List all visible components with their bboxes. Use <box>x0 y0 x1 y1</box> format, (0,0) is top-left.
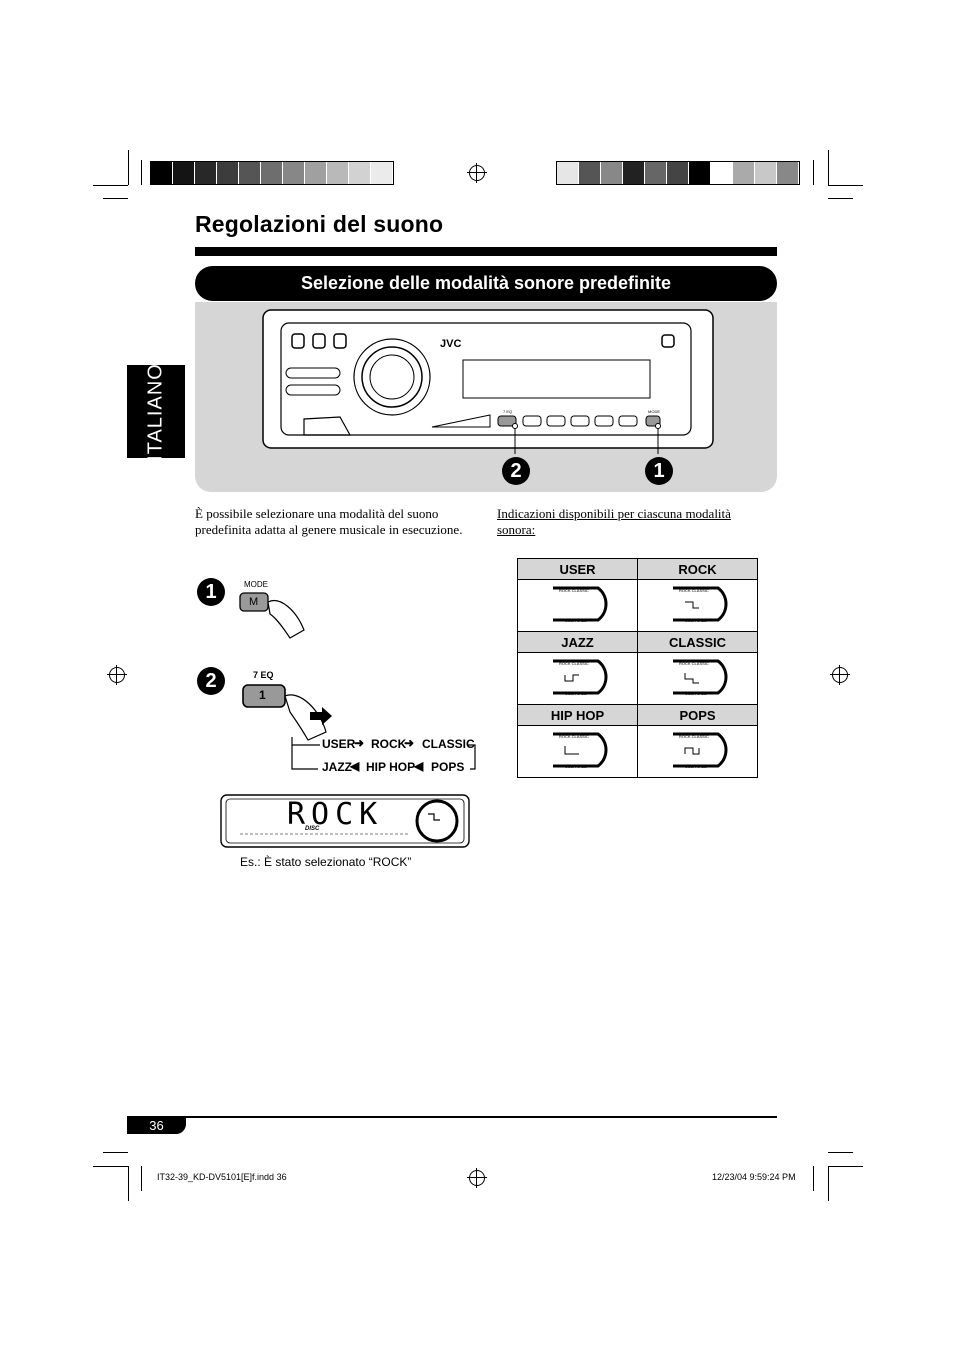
mode-key-label: M <box>249 596 259 608</box>
mode-jazz: JAZZ <box>517 631 638 653</box>
display-caption: Es.: È stato selezionato “ROCK” <box>240 855 412 869</box>
cycle-arrow-icon: ➜ <box>404 736 415 750</box>
crop-mark <box>93 185 128 186</box>
svg-text:ROCK CLASSIC: ROCK CLASSIC <box>679 588 709 593</box>
crop-mark <box>141 160 142 185</box>
title-rule <box>195 247 777 256</box>
crop-mark <box>813 1166 814 1191</box>
step-1-number: 1 <box>197 578 225 606</box>
mode-indicator-icon: ROCK CLASSIC USER JAZZ <box>517 579 638 632</box>
language-tab: ITALIANO <box>127 363 185 460</box>
callout-1: 1 <box>645 457 673 485</box>
crop-mark <box>828 1152 853 1153</box>
svg-text:ROCK CLASSIC: ROCK CLASSIC <box>679 661 709 666</box>
svg-text:USER JAZZ: USER JAZZ <box>565 691 587 696</box>
cycle-user: USER <box>322 737 356 751</box>
crop-mark <box>813 160 814 185</box>
cycle-classic: CLASSIC <box>422 737 475 751</box>
crop-mark <box>828 185 863 186</box>
crop-mark <box>93 1166 128 1167</box>
mode-pops: POPS <box>637 704 758 726</box>
cycle-arrow-left-icon: ◀ <box>350 759 360 773</box>
mode-indicator-icon: ROCK CLASSIC USER JAZZ <box>517 652 638 705</box>
sound-modes-table: USER ROCK ROCK CLASSIC USER JAZZ ROCK CLA… <box>517 558 758 778</box>
footer-timestamp: 12/23/04 9:59:24 PM <box>712 1172 796 1182</box>
svg-text:ROCK CLASSIC: ROCK CLASSIC <box>679 734 709 739</box>
cycle-arrow-icon: ➜ <box>354 736 365 750</box>
crop-mark <box>128 150 129 185</box>
svg-text:MODE: MODE <box>648 409 660 414</box>
step-2-number: 2 <box>197 667 225 695</box>
eq-button-caption: 7 EQ <box>253 670 274 680</box>
footer-rule <box>127 1116 777 1118</box>
table-intro-text: Indicazioni disponibili per ciascuna mod… <box>497 506 731 537</box>
footer-filename: IT32-39_KD-DV5101[E]f.indd 36 <box>157 1172 287 1182</box>
registration-crosshair-icon <box>467 163 487 183</box>
crop-mark <box>828 150 829 185</box>
svg-text:USER JAZZ: USER JAZZ <box>685 691 707 696</box>
svg-text:7 EQ: 7 EQ <box>503 409 512 414</box>
mode-rock: ROCK <box>637 558 758 580</box>
press-mode-button-icon <box>239 592 305 639</box>
mode-indicator-icon: ROCK CLASSIC USER JAZZ <box>637 725 758 778</box>
crop-mark <box>828 1166 829 1201</box>
svg-text:USER JAZZ: USER JAZZ <box>685 618 707 623</box>
press-eq-button-icon <box>242 684 332 741</box>
lcd-mode-text: ROCK <box>287 797 384 832</box>
crop-mark <box>828 198 853 199</box>
mode-user: USER <box>517 558 638 580</box>
car-stereo-illustration: JVC 7 EQ MODE <box>262 309 714 454</box>
cycle-arrow-left-icon: ◀ <box>414 759 424 773</box>
svg-text:USER JAZZ: USER JAZZ <box>565 618 587 623</box>
crop-mark <box>128 1166 129 1201</box>
lcd-display <box>220 794 470 848</box>
svg-text:USER JAZZ: USER JAZZ <box>565 764 587 769</box>
svg-text:ROCK CLASSIC: ROCK CLASSIC <box>559 734 589 739</box>
eq-key-label: 1 <box>259 688 266 702</box>
page-number: 36 <box>127 1118 186 1134</box>
crop-mark <box>141 1166 142 1191</box>
crop-mark <box>103 1152 128 1153</box>
mode-indicator-icon: ROCK CLASSIC USER JAZZ <box>517 725 638 778</box>
section-banner: Selezione delle modalità sonore predefin… <box>195 266 777 301</box>
mode-cycle-arrows <box>291 737 476 770</box>
mode-hiphop: HIP HOP <box>517 704 638 726</box>
brand-logo: JVC <box>440 338 461 350</box>
cycle-rock: ROCK <box>371 737 407 751</box>
cycle-pops: POPS <box>431 760 465 774</box>
mode-classic: CLASSIC <box>637 631 758 653</box>
registration-crosshair-icon <box>830 665 850 685</box>
svg-text:ROCK CLASSIC: ROCK CLASSIC <box>559 661 589 666</box>
crop-mark <box>828 1166 863 1167</box>
callout-2: 2 <box>502 457 530 485</box>
cycle-jazz: JAZZ <box>322 760 352 774</box>
mode-indicator-icon: ROCK CLASSIC USER JAZZ <box>637 652 758 705</box>
registration-crosshair-icon <box>467 1168 487 1188</box>
registration-crosshair-icon <box>107 665 127 685</box>
crop-mark <box>103 198 128 199</box>
mode-button-caption: MODE <box>244 580 268 589</box>
page-title: Regolazioni del suono <box>195 211 444 237</box>
svg-text:USER JAZZ: USER JAZZ <box>685 764 707 769</box>
color-bar-left <box>150 161 394 185</box>
intro-text: È possibile selezionare una modalità del… <box>195 506 463 537</box>
color-bar-right <box>556 161 800 185</box>
svg-text:ROCK CLASSIC: ROCK CLASSIC <box>559 588 589 593</box>
cycle-hiphop: HIP HOP <box>366 760 416 774</box>
lcd-disc-label: DISC <box>305 826 320 832</box>
mode-indicator-icon: ROCK CLASSIC USER JAZZ <box>637 579 758 632</box>
